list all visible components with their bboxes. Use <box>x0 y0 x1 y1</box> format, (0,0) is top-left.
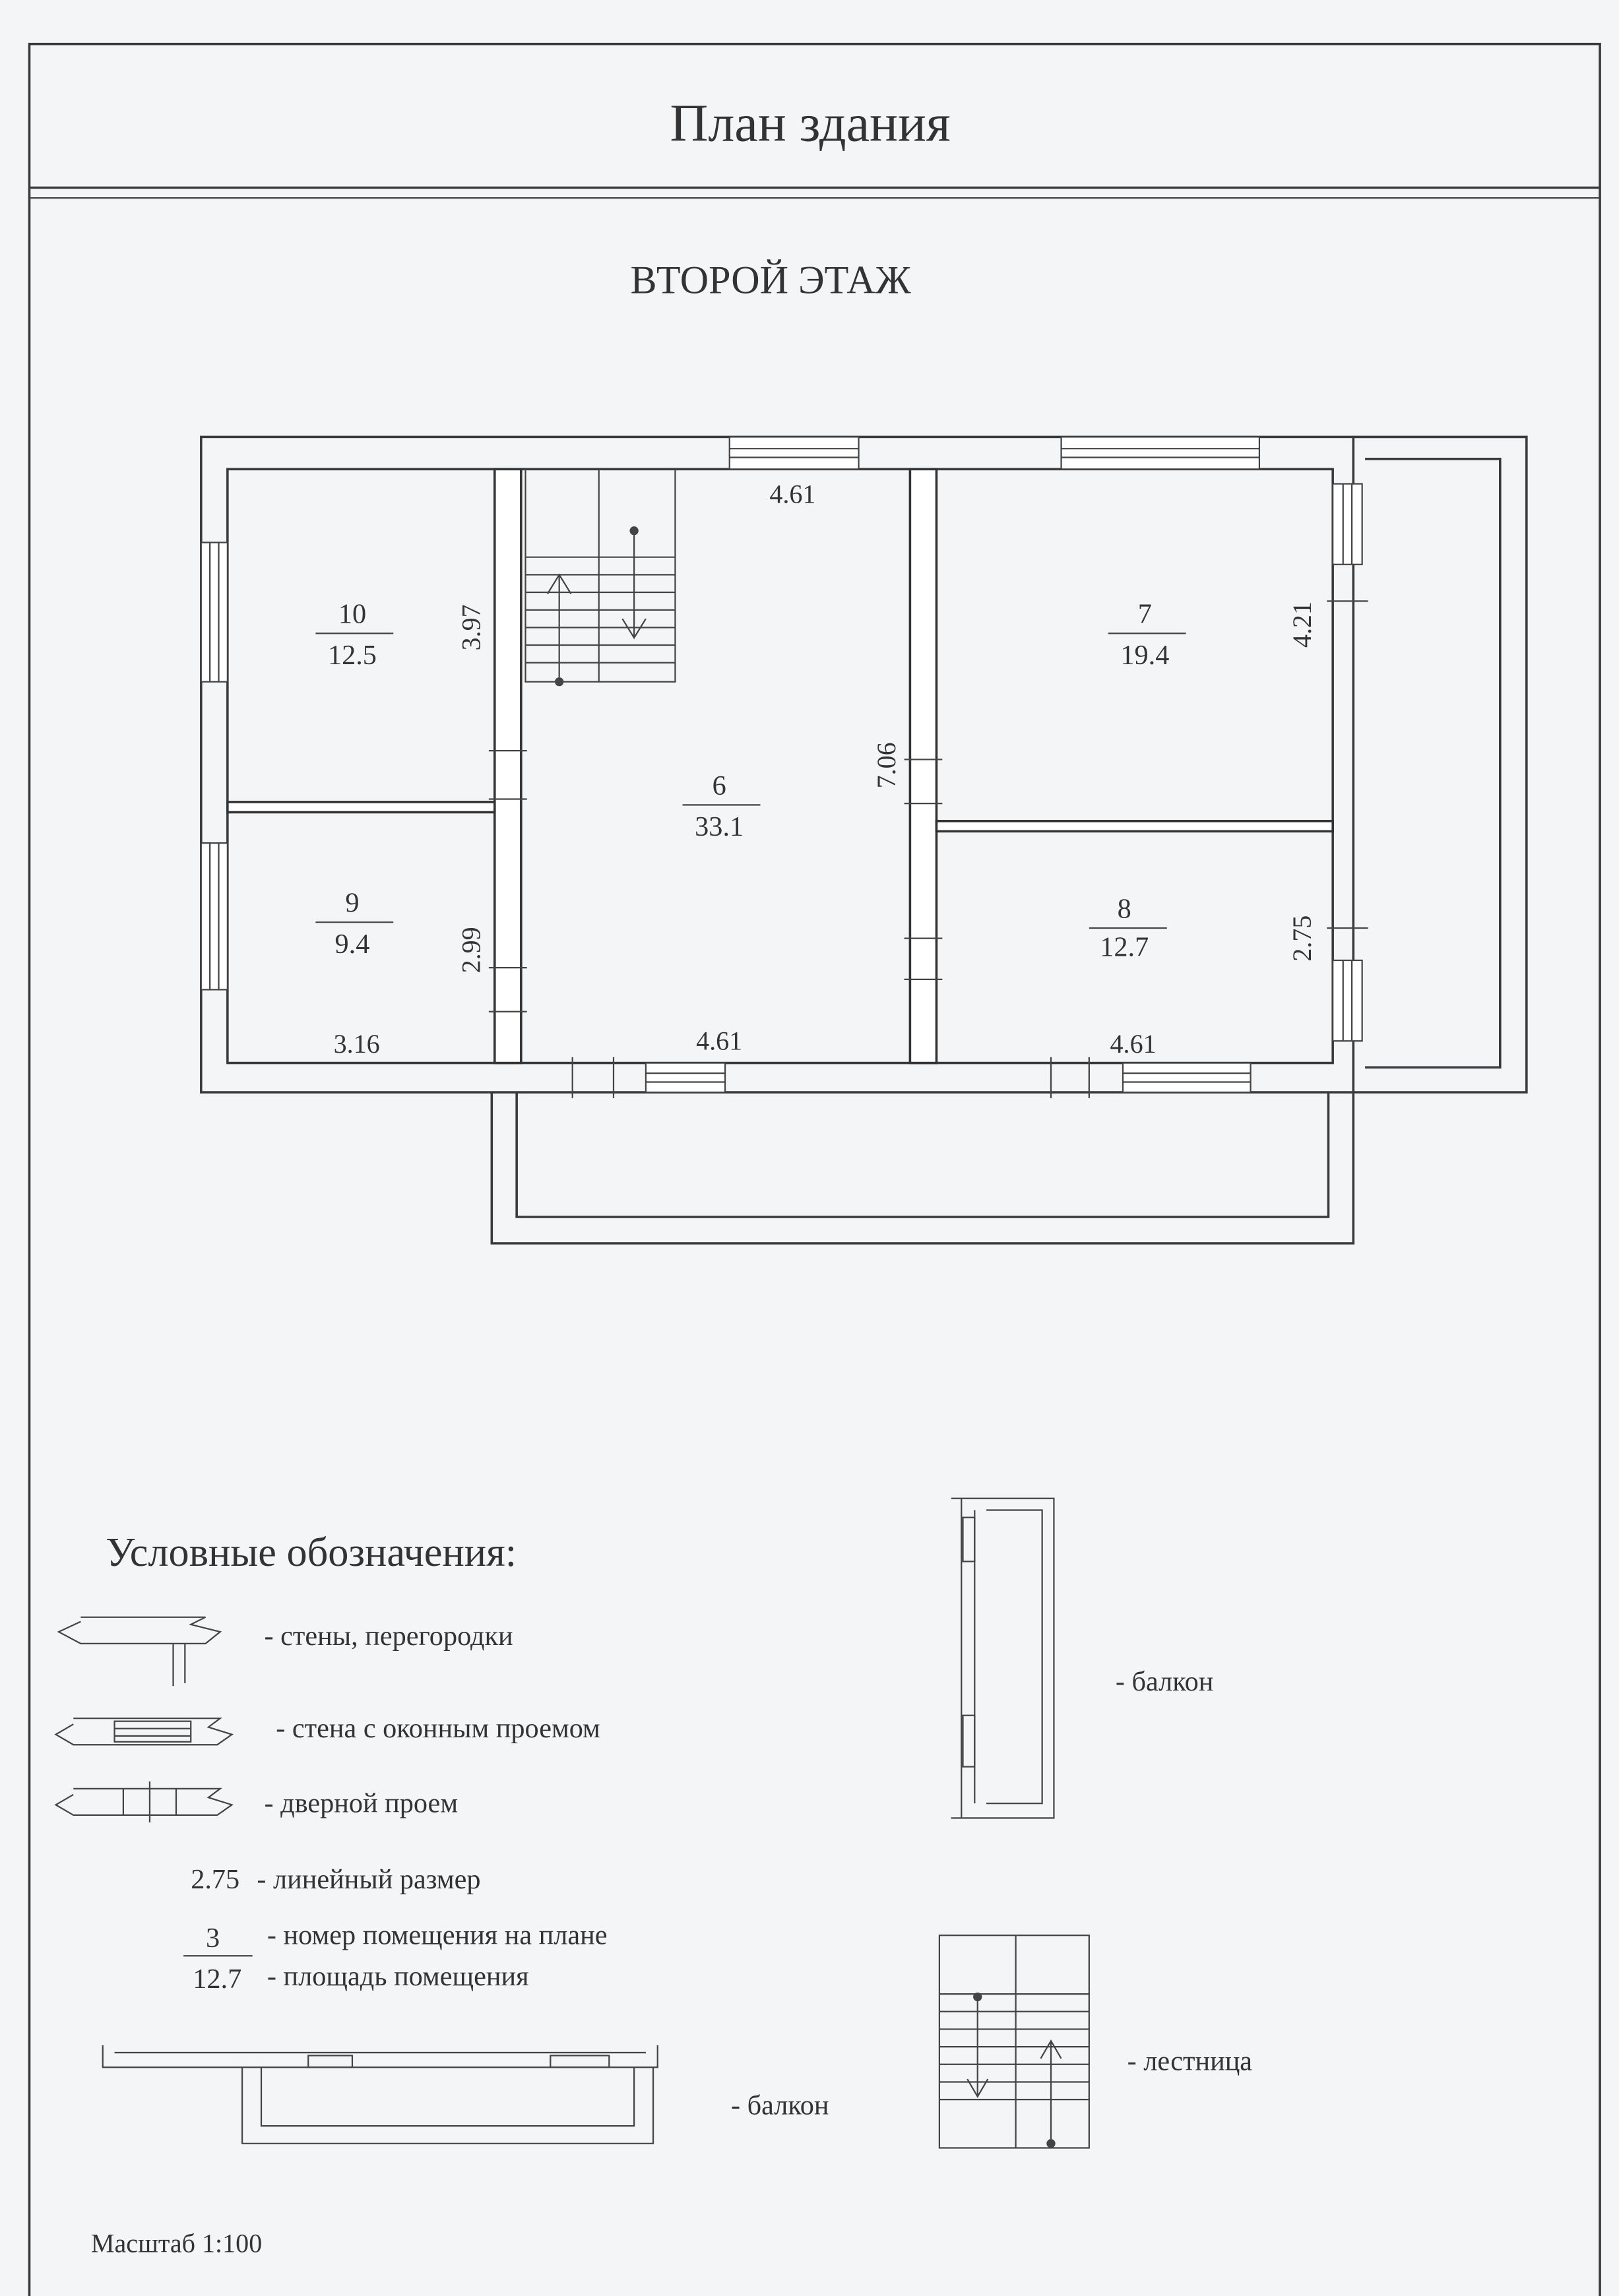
svg-text:10: 10 <box>338 599 366 630</box>
svg-text:- лестница: - лестница <box>1127 2046 1253 2077</box>
svg-text:12.7: 12.7 <box>1100 931 1149 962</box>
svg-text:2.75: 2.75 <box>1287 915 1317 962</box>
svg-text:12.5: 12.5 <box>328 640 377 671</box>
svg-text:- линейный размер: - линейный размер <box>257 1864 480 1895</box>
legend-stairs-symbol <box>938 1935 1090 2149</box>
svg-text:3.97: 3.97 <box>457 604 486 650</box>
room-7-label: 7 19.4 <box>1108 599 1186 671</box>
svg-text:2.75: 2.75 <box>191 1864 239 1895</box>
legend-walls-symbol <box>57 1616 222 1687</box>
room-9-label: 9 9.4 <box>315 888 394 960</box>
wall-right-partition <box>908 468 938 1065</box>
stair-up-arrow-icon <box>546 573 572 682</box>
svg-text:- стены, перегородки: - стены, перегородки <box>264 1621 513 1652</box>
wall-left-partition <box>493 468 523 1065</box>
svg-text:7.06: 7.06 <box>872 742 901 788</box>
dimensions: 4.61 3.97 2.99 7.06 4.21 2.75 3.16 4.61 … <box>334 479 1317 1059</box>
svg-text:9.4: 9.4 <box>335 929 370 960</box>
legend: Условные обозначения: - стены, перегород… <box>54 1497 1253 2149</box>
room-6-label: 6 33.1 <box>682 770 761 842</box>
svg-text:12.7: 12.7 <box>193 1964 241 1995</box>
legend-window-symbol <box>54 1718 234 1746</box>
svg-text:4.61: 4.61 <box>696 1026 742 1056</box>
staircase <box>524 469 676 687</box>
scale-label: Масштаб 1:100 <box>91 2228 262 2258</box>
svg-text:19.4: 19.4 <box>1120 640 1169 671</box>
room-8-label: 8 12.7 <box>1089 894 1167 962</box>
floor-title: ВТОРОЙ ЭТАЖ <box>631 258 911 302</box>
svg-text:- дверной проем: - дверной проем <box>264 1787 458 1818</box>
stair-down-arrow-icon <box>621 530 647 640</box>
svg-text:4.61: 4.61 <box>769 479 815 509</box>
svg-text:2.99: 2.99 <box>457 927 486 973</box>
floor-plan: 10 12.5 9 9.4 6 33.1 7 19.4 8 12.7 4.61 … <box>200 435 1528 1245</box>
sheet-frame <box>28 42 1601 2296</box>
wall-7-8 <box>935 820 1334 833</box>
svg-text:- балкон: - балкон <box>731 2090 829 2121</box>
legend-balcony-side-symbol <box>951 1497 1055 1819</box>
svg-text:7: 7 <box>1138 599 1152 630</box>
wall-10-9 <box>226 801 496 814</box>
svg-text:6: 6 <box>713 770 726 801</box>
svg-text:3.16: 3.16 <box>334 1029 380 1059</box>
sheet-title: План здания <box>670 94 950 152</box>
legend-title: Условные обозначения: <box>106 1530 517 1575</box>
svg-text:4.61: 4.61 <box>1110 1029 1157 1059</box>
doors <box>488 600 1368 1098</box>
svg-text:4.21: 4.21 <box>1287 602 1317 648</box>
bottom-balcony <box>490 1092 1355 1245</box>
right-balcony <box>1353 435 1528 1094</box>
svg-text:- стена с оконным проемом: - стена с оконным проемом <box>276 1713 600 1744</box>
svg-text:9: 9 <box>345 888 359 919</box>
legend-balcony-bottom-symbol <box>102 2045 658 2144</box>
svg-text:3: 3 <box>206 1923 220 1954</box>
windows <box>200 436 1363 1094</box>
legend-door-symbol <box>54 1781 234 1823</box>
svg-text:- площадь помещения: - площадь помещения <box>267 1961 529 1992</box>
svg-text:33.1: 33.1 <box>695 811 744 842</box>
svg-text:8: 8 <box>1118 894 1131 925</box>
room-10-label: 10 12.5 <box>315 599 394 671</box>
svg-text:- балкон: - балкон <box>1116 1666 1214 1697</box>
svg-text:- номер помещения на плане: - номер помещения на плане <box>267 1920 608 1951</box>
